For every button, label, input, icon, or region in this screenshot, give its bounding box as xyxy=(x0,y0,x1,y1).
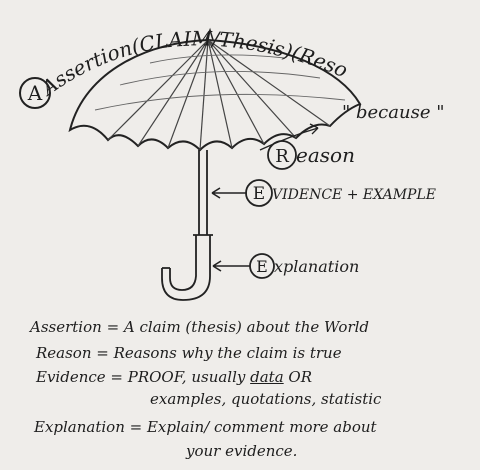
evidence-letter: E xyxy=(253,184,265,204)
definition-text: Reasons why the claim is true xyxy=(113,344,342,362)
definition-text: Explain/ comment more about xyxy=(146,418,377,436)
assertion-arc-title: Assertion(CLAIM/Thesis)(Resolution) xyxy=(0,0,351,101)
evidence-circle xyxy=(245,179,273,207)
definition-term: Explanation xyxy=(34,418,125,436)
explanation-circle xyxy=(249,253,275,279)
evidence-arrow xyxy=(211,187,247,199)
assertion-letter: A xyxy=(27,81,43,105)
reason-letter: R xyxy=(275,146,289,167)
umbrella-shaft xyxy=(198,150,208,235)
explanation-arrow xyxy=(212,260,250,272)
evidence-label: VIDENCE + EXAMPLE xyxy=(272,187,436,203)
reason-pointer xyxy=(259,127,319,151)
definition-term: Evidence xyxy=(36,368,106,386)
umbrella-canopy xyxy=(68,38,362,152)
assertion-circle xyxy=(19,77,51,109)
reason-label: eason xyxy=(296,143,355,167)
canopy-hatching xyxy=(94,54,346,111)
definition-assertion: Assertion = A claim (thesis) about the W… xyxy=(30,318,370,336)
umbrella-tip xyxy=(205,27,214,41)
definition-evidence: Evidence = PROOF, usually data OR xyxy=(36,368,313,386)
definition-term: Assertion xyxy=(30,318,102,336)
reason-circle xyxy=(267,140,297,170)
explanation-label: xplanation xyxy=(274,257,359,276)
because-label: " because " xyxy=(342,102,444,123)
definition-text: A claim (thesis) about the World xyxy=(123,318,370,336)
definition-reason: Reason = Reasons why the claim is true xyxy=(36,344,342,362)
explanation-letter: E xyxy=(256,257,268,276)
definition-term: Reason xyxy=(36,344,92,362)
definition-explanation: Explanation = Explain/ comment more abou… xyxy=(34,418,377,436)
definition-explanation-continued: your evidence. xyxy=(186,442,298,460)
underlined-data: data xyxy=(250,368,284,386)
definition-evidence-continued: examples, quotations, statistic xyxy=(150,390,382,408)
umbrella-handle xyxy=(161,235,211,301)
